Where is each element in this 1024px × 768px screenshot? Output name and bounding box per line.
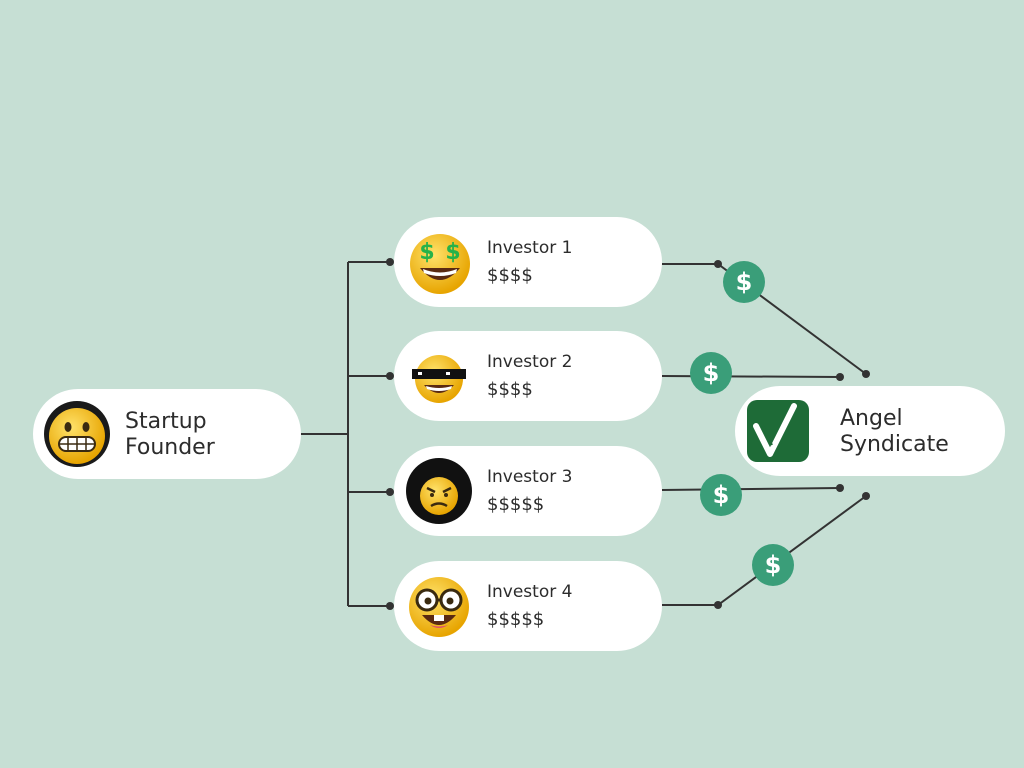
- syndicate-label-line2: Syndicate: [840, 432, 949, 457]
- investor-amount: $$$$$: [487, 494, 545, 515]
- investor-node-3: Investor 3 $$$$$: [394, 446, 662, 536]
- nerd-glasses-face-icon: [406, 573, 472, 639]
- founder-label: Startup Founder: [125, 409, 215, 461]
- investor-node-2: Investor 2 $$$$: [394, 331, 662, 421]
- founder-label-line1: Startup: [125, 409, 207, 434]
- investor-name: Investor 1: [487, 238, 573, 258]
- investor-name: Investor 2: [487, 352, 573, 372]
- sunglasses-face-icon: [406, 343, 472, 409]
- investor-amount: $$$$: [487, 265, 533, 286]
- angry-face-icon: [406, 458, 472, 524]
- investor-amount: $$$$: [487, 379, 533, 400]
- svg-text:$: $: [419, 240, 434, 265]
- investor-name: Investor 4: [487, 582, 573, 602]
- investor-amount: $$$$$: [487, 609, 545, 630]
- syndicate-label: Angel Syndicate: [840, 406, 949, 458]
- investor-node-1: $ $ Investor 1 $$$$: [394, 217, 662, 307]
- investor-name: Investor 3: [487, 467, 573, 487]
- green-checkmark-logo-icon: [747, 400, 809, 462]
- founder-label-line2: Founder: [125, 435, 215, 460]
- founder-node: Startup Founder: [33, 389, 301, 479]
- svg-text:$: $: [445, 240, 460, 265]
- syndicate-node: Angel Syndicate: [735, 386, 1005, 476]
- grimacing-face-icon: [44, 401, 110, 467]
- money-eyes-face-icon: $ $: [406, 228, 474, 296]
- dollar-coin-icon: $: [723, 261, 765, 303]
- dollar-coin-icon: $: [690, 352, 732, 394]
- dollar-coin-icon: $: [752, 544, 794, 586]
- syndicate-label-line1: Angel: [840, 406, 903, 431]
- investor-node-4: Investor 4 $$$$$: [394, 561, 662, 651]
- dollar-coin-icon: $: [700, 474, 742, 516]
